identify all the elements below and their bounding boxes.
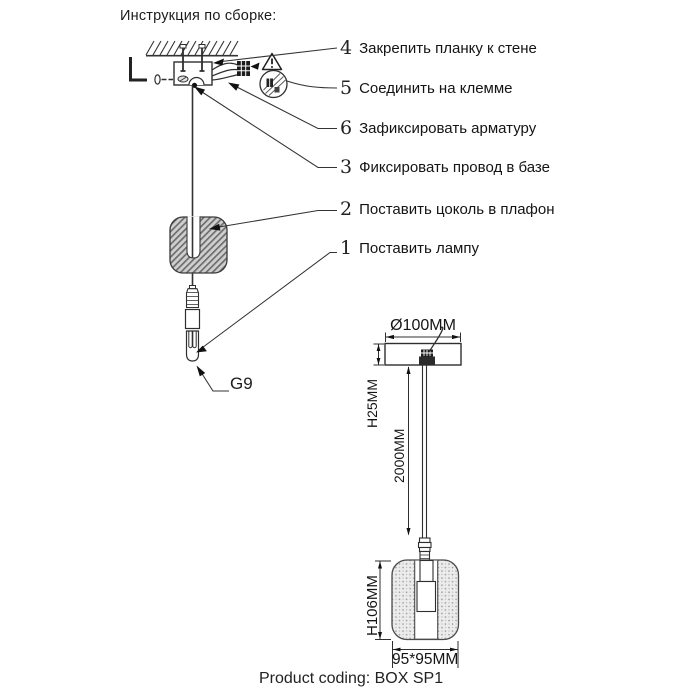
callout-step-5: 5 Соединить на клемме [340,78,513,98]
page-title: Инструкция по сборке: [120,8,277,24]
dimension-shade-height: H106MM [364,575,381,636]
step-label: Соединить на клемме [359,80,513,97]
terminal-block [237,61,260,76]
bulb-type-label: G9 [230,374,253,393]
callout-step-3: 3 Фиксировать провод в базе [340,157,550,177]
side-screw [154,74,173,85]
wires [211,62,241,81]
magnify-arrow [250,62,260,70]
step-number: 2 [340,198,353,220]
dimension-shade-footprint: 95*95MM [392,651,459,668]
callout-step-2: 2 Поставить цоколь в плафон [340,199,555,219]
allen-key-icon [129,57,147,82]
cord-grip [419,349,435,365]
shade-left-view [169,216,228,274]
step-label: Закрепить планку к стене [359,40,537,57]
step-label: Поставить цоколь в плафон [359,201,555,218]
step-number: 6 [340,117,353,139]
cable-grommet-dome [188,76,205,86]
callout-step-4: 4 Закрепить планку к стене [340,38,537,58]
ceiling-screws [179,44,206,72]
step-number: 1 [340,237,353,259]
step-label: Фиксировать провод в базе [359,159,550,176]
product-coding: Product coding: BOX SP1 [259,670,444,687]
mounting-bracket [173,44,213,88]
step-label: Поставить лампу [359,240,479,257]
warning-triangle-icon [261,52,283,71]
dimension-diameter: Ø100MM [390,317,456,334]
cable-right-view [421,365,428,538]
ceiling-hatch [145,40,239,57]
step-number: 3 [340,156,353,178]
feed-wire [428,326,444,353]
step-number: 5 [340,77,353,99]
terminal-closeup-circle [259,69,288,99]
step-label: Зафиксировать арматуру [359,120,537,137]
callout-step-1: 1 Поставить лампу [340,238,479,258]
g9-bulb [185,330,200,362]
shade-right-view [391,559,460,641]
callout-step-6: 6 Зафиксировать арматуру [340,118,536,138]
dimension-canopy-height: H25MM [364,378,380,428]
step-number: 4 [340,37,353,59]
dimension-cable-length: 2000MM [391,428,407,483]
callout-leaders [194,47,338,392]
dimension-drawing [373,326,462,668]
socket-left-view [184,285,201,330]
socket-right-view [417,537,432,563]
